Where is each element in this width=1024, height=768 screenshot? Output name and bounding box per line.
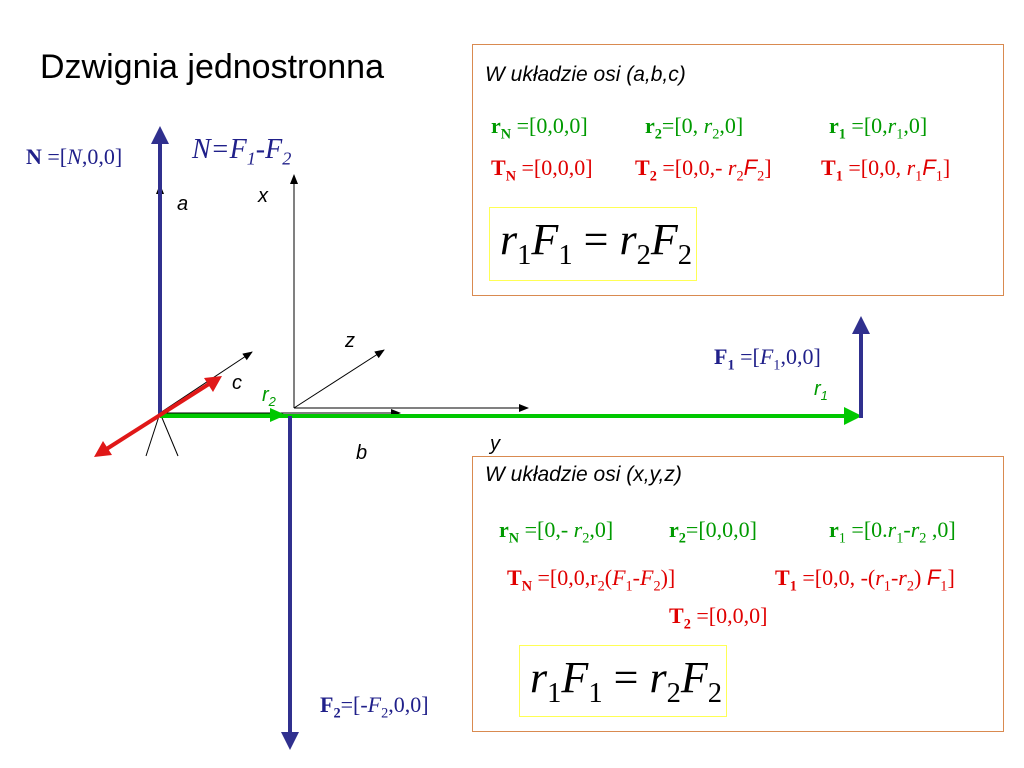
axis-b-label: b [356, 442, 368, 464]
r2-label: r2 [262, 384, 276, 409]
abc-frame-box: W układzie osi (a,b,c) rN =[0,0,0] r2=[0… [472, 44, 1004, 296]
torque-arrowhead-down [94, 441, 112, 457]
xyz-equation: r1F1 = r2F2 [519, 645, 727, 717]
f1-force-arrowhead [852, 316, 870, 334]
axis-x-label: x [258, 185, 268, 207]
r1-label: r1 [814, 378, 828, 403]
xyz-frame-box: W układzie osi (x,y,z) rN =[0,- r2,0] r2… [472, 456, 1004, 732]
abc-box-caption: W układzie osi (a,b,c) [485, 63, 686, 86]
f2-vector-label: F2=[-F2,0,0] [320, 692, 429, 722]
xyz-box-caption: W układzie osi (x,y,z) [485, 463, 682, 486]
abc-T1: T1 =[0,0, r1F1] [821, 155, 951, 185]
axis-z-line [293, 349, 385, 409]
page-title: Dzwignia jednostronna [40, 48, 384, 86]
xyz-r2: r2=[0,0,0] [669, 517, 757, 547]
axis-y-label: y [490, 433, 500, 455]
axis-c-line [159, 351, 253, 414]
xyz-rN: rN =[0,- r2,0] [499, 517, 614, 547]
f1-vector-label: F1 =[F1,0,0] [714, 344, 821, 374]
r1-arrowhead [844, 407, 862, 425]
torque-vector-line [103, 380, 214, 452]
axis-z-label: z [345, 330, 355, 352]
support-line-right [159, 412, 179, 457]
torque-arrowhead-up [204, 376, 222, 392]
xyz-T2: T2 =[0,0,0] [669, 603, 768, 633]
n-force-arrowhead [151, 126, 169, 144]
abc-TN: TN =[0,0,0] [491, 155, 593, 185]
xyz-r1: r1 =[0.r1-r2 ,0] [829, 517, 956, 547]
abc-T2: T2 =[0,0,- r2F2] [635, 155, 772, 185]
n-vector-label: N =[N,0,0] [26, 144, 123, 169]
xyz-T1: T1 =[0,0, -(r1-r2) F1] [775, 565, 955, 595]
n-relation-label: N=F1-F2 [192, 134, 292, 169]
axis-a-label: a [177, 193, 189, 215]
f2-force-arrowhead [281, 732, 299, 750]
abc-equation: r1F1 = r2F2 [489, 207, 697, 281]
xyz-TN: TN =[0,0,r2(F1-F2)] [507, 565, 676, 595]
axis-c-label: c [232, 372, 242, 394]
abc-r1: r1 =[0,r1,0] [829, 113, 928, 143]
abc-rN: rN =[0,0,0] [491, 113, 588, 143]
support-line-left [145, 412, 161, 457]
abc-r2: r2=[0, r2,0] [645, 113, 744, 143]
